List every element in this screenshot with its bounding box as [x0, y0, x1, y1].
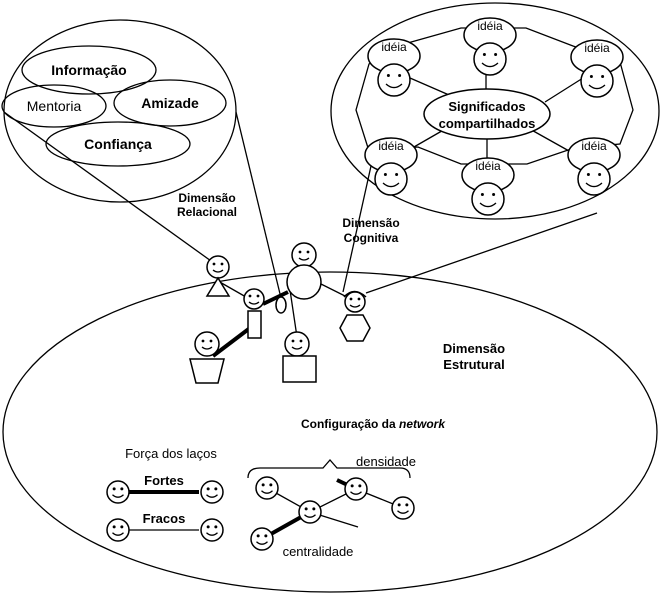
- smiley-face: [250, 527, 274, 551]
- idea-node: idéia: [463, 17, 517, 76]
- relational-label-1: Dimensão: [178, 191, 235, 205]
- relational-bubble: Informação Mentoria Amizade Confiança: [1, 19, 237, 203]
- tie-strength-label: Força dos laços: [125, 446, 217, 461]
- smiley-face: [200, 480, 224, 504]
- main-network: [189, 242, 371, 384]
- cognitive-label-1: Dimensão: [342, 216, 399, 230]
- idea-node: idéia: [364, 137, 418, 196]
- idea-label: idéia: [581, 139, 607, 153]
- smiley-face: [106, 518, 130, 542]
- structural-label-1: Dimensão: [443, 341, 505, 356]
- idea-nodes: idéia idéia idéia idéia idéia idéia: [364, 17, 624, 216]
- smiley-face: [298, 500, 322, 524]
- structural-ellipse: [2, 271, 658, 593]
- centrality-label: centralidade: [283, 544, 354, 559]
- idea-face: [577, 162, 611, 196]
- structural-label-2: Estrutural: [443, 357, 504, 372]
- idea-node: idéia: [570, 39, 624, 98]
- item-mentoria: Mentoria: [27, 98, 82, 114]
- idea-node: idéia: [367, 38, 421, 97]
- item-confianca: Confiança: [84, 136, 152, 152]
- idea-face: [377, 63, 411, 97]
- cognitive-label-2: Cognitiva: [344, 231, 399, 245]
- idea-node: idéia: [567, 137, 621, 196]
- shared-meanings-line1: Significados: [448, 99, 525, 114]
- connector-lines: [3, 111, 598, 299]
- idea-face: [374, 162, 408, 196]
- smiley-faces: [106, 476, 415, 551]
- weak-label: Fracos: [143, 511, 186, 526]
- idea-node: idéia: [461, 157, 515, 216]
- smiley-face: [344, 477, 368, 501]
- smiley-face: [255, 476, 279, 500]
- network-config-title: Configuração da network: [301, 417, 446, 431]
- item-amizade: Amizade: [141, 95, 199, 111]
- idea-label: idéia: [378, 139, 404, 153]
- smiley-face: [391, 496, 415, 520]
- idea-face: [473, 42, 507, 76]
- idea-face: [580, 64, 614, 98]
- idea-label: idéia: [584, 41, 610, 55]
- idea-label: idéia: [475, 159, 501, 173]
- tie-strength-legend: Força dos laços Fortes Fracos: [125, 446, 217, 531]
- smiley-face: [200, 518, 224, 542]
- idea-face: [471, 182, 505, 216]
- item-informacao: Informação: [51, 62, 126, 78]
- idea-label: idéia: [381, 40, 407, 54]
- density-label: densidade: [356, 454, 416, 469]
- smiley-face: [106, 480, 130, 504]
- shared-meanings-line2: compartilhados: [439, 116, 536, 131]
- cognitive-bubble: Significados compartilhados idéiaidéiaid…: [330, 2, 660, 220]
- relational-label-2: Relacional: [177, 205, 237, 219]
- idea-label: idéia: [477, 19, 503, 33]
- density-network: densidade centralidade: [247, 454, 416, 559]
- strong-label: Fortes: [144, 473, 184, 488]
